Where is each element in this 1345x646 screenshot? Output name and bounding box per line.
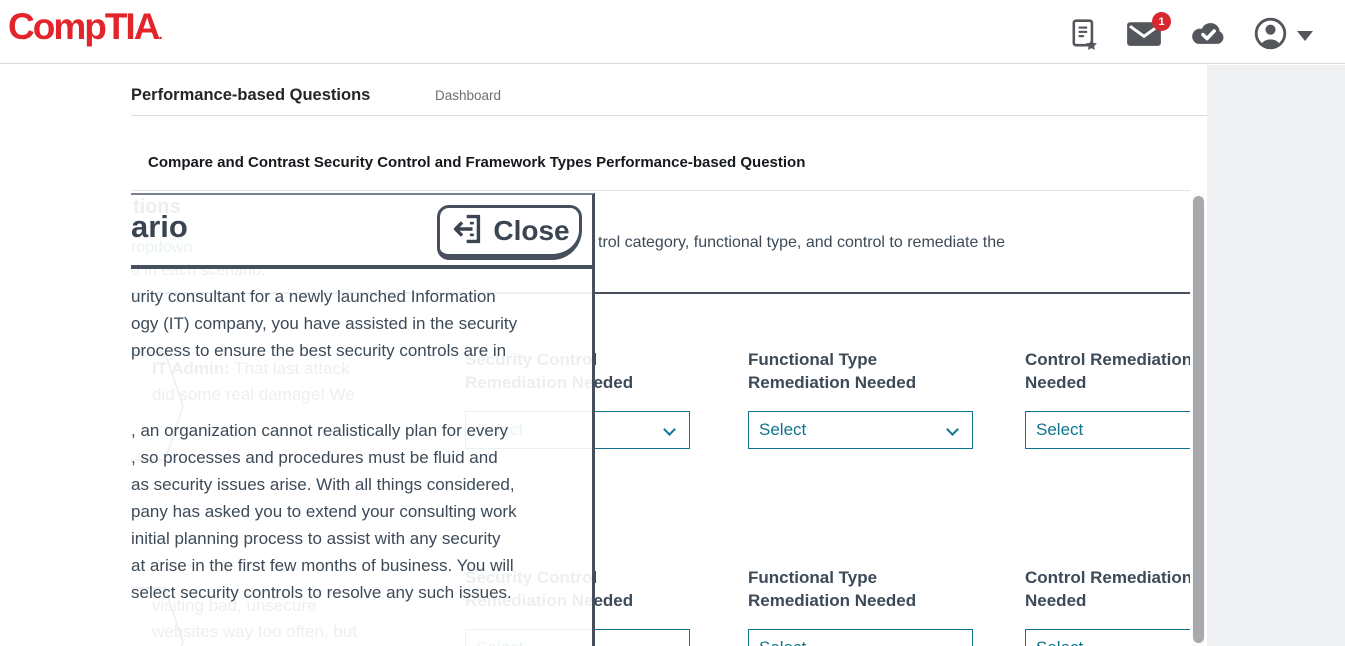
dropdown-column-functional-type: Functional Type Remediation Needed Selec… xyxy=(748,566,973,646)
scenario-text-line: , an organization cannot realistically p… xyxy=(131,421,509,440)
header-line: Needed xyxy=(1025,373,1087,392)
chevron-down-icon xyxy=(663,423,676,436)
dropdown-column-functional-type: Functional Type Remediation Needed Selec… xyxy=(748,348,973,449)
dashboard-link[interactable]: Dashboard xyxy=(435,88,502,103)
section-divider xyxy=(131,292,1190,294)
card-title-divider xyxy=(131,190,1190,191)
modal-header-divider xyxy=(131,265,592,269)
scenario-text-line: pany has asked you to extend your consul… xyxy=(131,502,517,521)
scenario-text-line: ogy (IT) company, you have assisted in t… xyxy=(131,314,518,333)
chevron-down-icon xyxy=(946,641,959,646)
mail-unread-badge: 1 xyxy=(1152,12,1171,31)
scenario-body-text: urity consultant for a newly launched In… xyxy=(131,283,595,606)
comptia-logo-mark: . xyxy=(158,26,163,43)
scenario-text-line: as security issues arise. With all thing… xyxy=(131,475,515,494)
select-value: Select xyxy=(1036,420,1084,439)
question-card: Compare and Contrast Security Control an… xyxy=(131,140,1190,646)
comptia-logo-text: CompTIA xyxy=(8,6,160,47)
select-value: Select xyxy=(759,420,807,439)
user-avatar-icon xyxy=(1254,17,1287,55)
notes-button[interactable] xyxy=(1071,18,1099,55)
header-icon-group: 1 xyxy=(1071,12,1313,55)
scenario-text-line: , so processes and procedures must be fl… xyxy=(131,448,498,467)
dropdown-header: Control Remediation Needed xyxy=(1025,348,1190,394)
cloud-sync-button[interactable] xyxy=(1189,20,1227,52)
dropdown-header: Functional Type Remediation Needed xyxy=(748,566,973,612)
scenario-text-line: urity consultant for a newly launched In… xyxy=(131,287,496,306)
messages-button[interactable]: 1 xyxy=(1126,12,1171,52)
envelope-icon xyxy=(1126,20,1162,52)
header-line: Control Remediation xyxy=(1025,350,1190,369)
dropdown-column-control-remediation: Control Remediation Needed Select xyxy=(1025,566,1190,646)
vertical-scrollbar[interactable] xyxy=(1192,193,1205,646)
close-button[interactable]: Close xyxy=(437,205,582,260)
scenario-text-line: select security controls to resolve any … xyxy=(131,583,512,602)
header-line: Needed xyxy=(1025,591,1087,610)
comptia-logo[interactable]: CompTIA. xyxy=(8,6,163,48)
dropdown-column-control-remediation: Control Remediation Needed Select xyxy=(1025,348,1190,449)
page-title: Performance-based Questions xyxy=(131,86,371,104)
functional-type-select[interactable]: Select xyxy=(748,629,973,646)
chevron-down-icon xyxy=(663,641,676,646)
caret-down-icon xyxy=(1297,31,1313,41)
functional-type-select[interactable]: Select xyxy=(748,411,973,449)
instruction-text-fragment: trol category, functional type, and cont… xyxy=(598,234,1006,251)
scenario-modal-heading: ario xyxy=(131,209,188,244)
scenario-text-line: process to ensure the best security cont… xyxy=(131,341,507,360)
header-line: Remediation Needed xyxy=(748,591,917,610)
exit-arrow-icon xyxy=(449,212,483,251)
select-value: Select xyxy=(759,638,806,646)
breadcrumb-divider xyxy=(131,115,1207,116)
header-line: Functional Type xyxy=(748,568,878,587)
close-button-label: Close xyxy=(493,215,570,246)
cloud-check-icon xyxy=(1189,20,1227,52)
scrollbar-thumb[interactable] xyxy=(1193,196,1204,643)
scenario-text-line: at arise in the first few months of busi… xyxy=(131,556,514,575)
select-value: Select xyxy=(1036,638,1083,646)
dropdown-header: Functional Type Remediation Needed xyxy=(748,348,973,394)
control-remediation-select[interactable]: Select xyxy=(1025,629,1190,646)
scenario-text-line: initial planning process to assist with … xyxy=(131,529,501,548)
header-line: Control Remediation xyxy=(1025,568,1190,587)
header-line: Functional Type xyxy=(748,350,878,369)
header-line: Remediation Needed xyxy=(748,373,917,392)
question-card-title: Compare and Contrast Security Control an… xyxy=(148,154,806,171)
scenario-modal: ario Close urity consultant for a newly … xyxy=(131,193,595,646)
control-remediation-select[interactable]: Select xyxy=(1025,411,1190,449)
dropdown-header: Control Remediation Needed xyxy=(1025,566,1190,612)
document-star-icon xyxy=(1071,18,1099,55)
chevron-down-icon xyxy=(946,423,959,436)
top-header-bar: CompTIA. xyxy=(0,0,1345,64)
page-right-margin xyxy=(1207,65,1345,646)
account-menu-button[interactable] xyxy=(1254,17,1313,55)
